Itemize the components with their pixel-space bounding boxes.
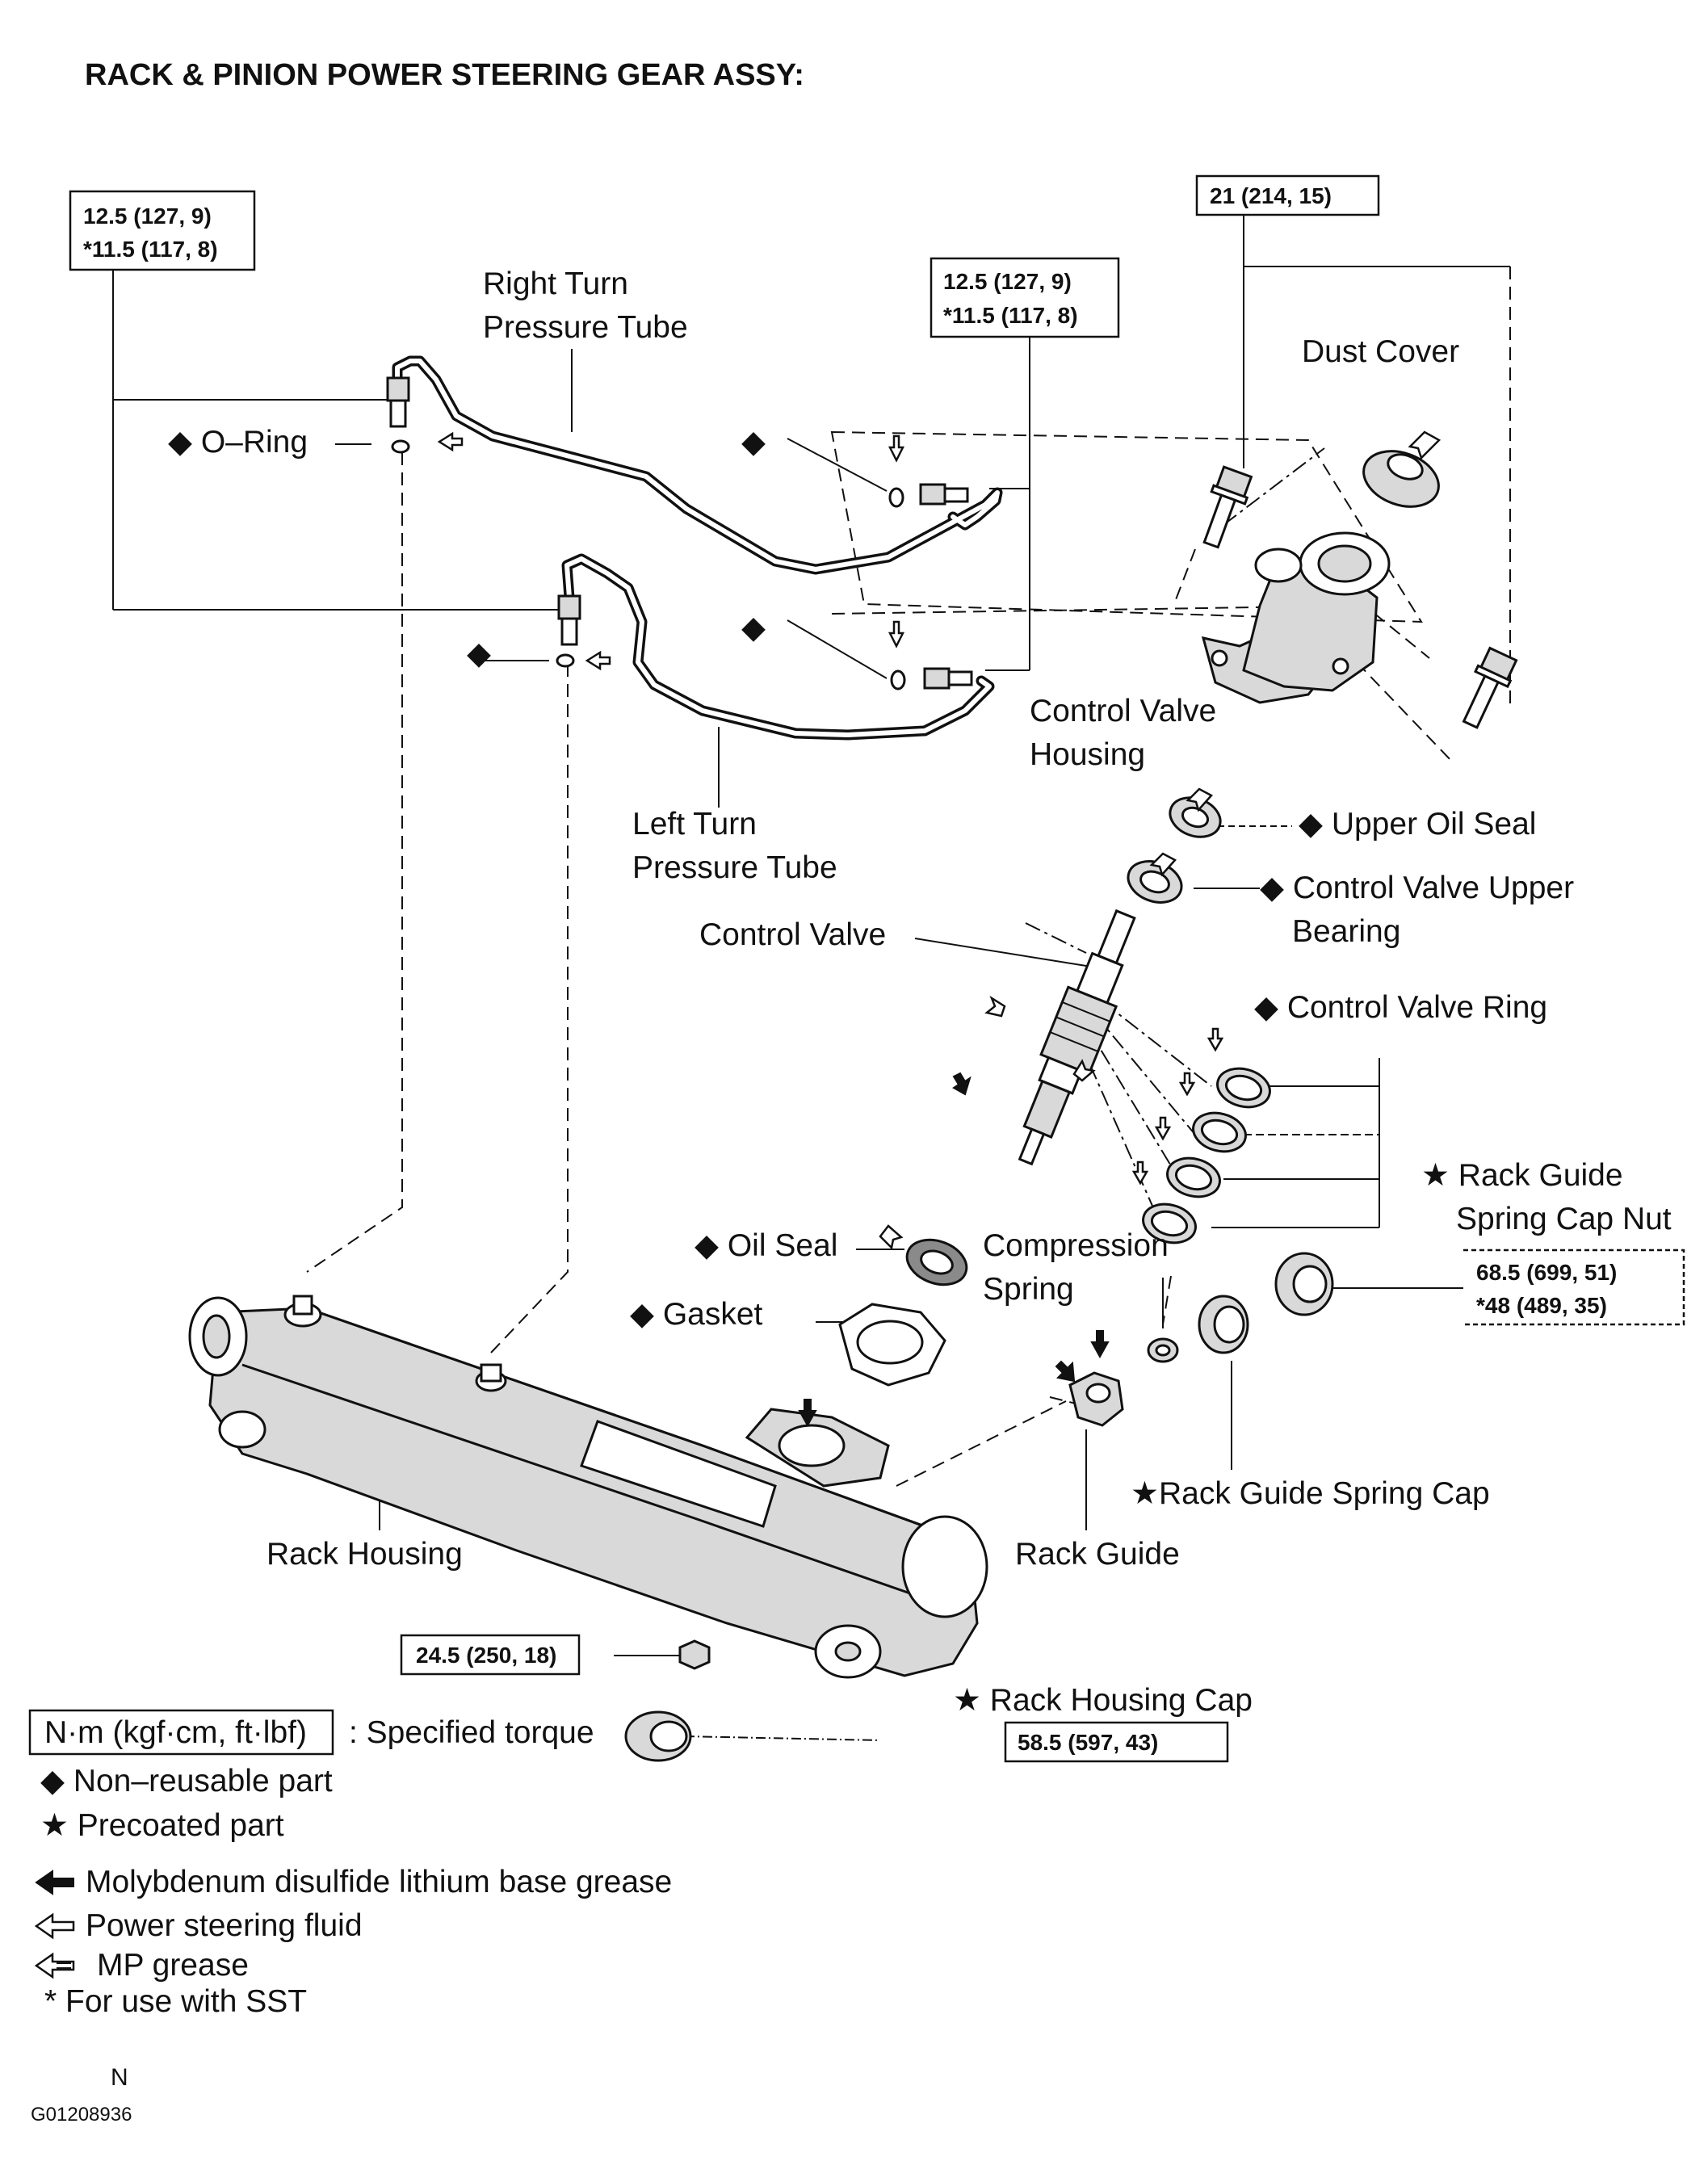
label-upper-oil-seal: ◆ Upper Oil Seal <box>1299 807 1536 841</box>
rack-guide <box>1068 1371 1124 1427</box>
label-control-valve-ring: ◆ Control Valve Ring <box>1254 990 1547 1025</box>
legend-precoated: ★ Precoated part <box>40 1808 284 1843</box>
legend-torque-desc: : Specified torque <box>349 1715 594 1750</box>
legend-sst-note: * For use with SST <box>44 1984 307 2019</box>
control-valve-rings <box>1142 1067 1271 1244</box>
upper-oil-seal <box>1169 796 1222 838</box>
valve-bolt-right <box>1462 646 1518 729</box>
tube-fitting-left-lower <box>923 667 973 690</box>
torque-value-sst: *11.5 (117, 8) <box>83 237 218 262</box>
label-rack-guide: Rack Guide <box>1015 1537 1180 1572</box>
torque-box-left-tube: 12.5 (127, 9) *11.5 (117, 8) <box>69 190 256 271</box>
torque-box-housing-cap: 58.5 (597, 43) <box>1004 1721 1229 1763</box>
tube-fitting-left-upper <box>557 594 581 646</box>
tube-fitting-right-upper <box>386 376 410 428</box>
label-o-ring: ◆ O–Ring <box>168 425 308 460</box>
diamond-mark: ◆ <box>467 636 491 671</box>
label-spring-cap-nut-1: ★ Rack Guide <box>1421 1158 1623 1193</box>
valve-bolt-left <box>1202 465 1253 549</box>
legend-mp-grease: MP grease <box>97 1948 249 1983</box>
o-ring-icon <box>890 669 906 690</box>
gasket <box>838 1303 946 1387</box>
left-turn-pressure-tube <box>561 553 995 741</box>
label-right-turn-tube-2: Pressure Tube <box>483 310 688 345</box>
label-oil-seal: ◆ Oil Seal <box>695 1228 837 1263</box>
label-right-turn-tube-1: Right Turn <box>483 267 628 301</box>
torque-value: 68.5 (699, 51) <box>1476 1260 1617 1285</box>
label-rack-housing-cap: ★ Rack Housing Cap <box>953 1683 1253 1718</box>
torque-value: 21 (214, 15) <box>1210 183 1332 208</box>
rack-housing-cap <box>624 1710 692 1762</box>
rack-housing <box>188 1295 988 1679</box>
torque-value-sst: *48 (489, 35) <box>1476 1293 1607 1318</box>
label-compression-spring-1: Compression <box>983 1228 1169 1263</box>
label-dust-cover: Dust Cover <box>1302 334 1459 369</box>
o-ring-icon <box>888 487 904 508</box>
page-title: RACK & PINION POWER STEERING GEAR ASSY: <box>85 58 804 92</box>
label-rack-guide-spring-cap: ★Rack Guide Spring Cap <box>1131 1476 1490 1511</box>
diamond-mark: ◆ <box>741 611 766 645</box>
diamond-mark: ◆ <box>741 425 766 460</box>
torque-box-valve-bolt: 21 (214, 15) <box>1195 174 1380 216</box>
torque-value: 12.5 (127, 9) <box>83 204 212 229</box>
torque-value: 24.5 (250, 18) <box>416 1643 556 1668</box>
torque-value: 58.5 (597, 43) <box>1018 1730 1158 1755</box>
label-gasket: ◆ Gasket <box>630 1297 763 1332</box>
dust-cover <box>1362 450 1440 508</box>
label-control-valve-upper-bearing-1: ◆ Control Valve Upper <box>1260 871 1574 905</box>
control-valve-upper-bearing <box>1127 860 1183 904</box>
torque-box-spring-cap-nut: 68.5 (699, 51) *48 (489, 35) <box>1463 1249 1685 1326</box>
compression-spring <box>1147 1337 1179 1363</box>
label-left-turn-tube-1: Left Turn <box>632 807 757 841</box>
oil-seal <box>905 1238 968 1286</box>
control-valve-housing <box>1201 531 1391 704</box>
tube-fitting-right-lower <box>919 483 969 506</box>
label-spring-cap-nut-2: Spring Cap Nut <box>1456 1202 1672 1236</box>
o-ring-icon <box>391 439 410 454</box>
footer-letter: N <box>111 2064 128 2091</box>
hollow-arrow-icon <box>34 1912 75 1940</box>
label-control-valve-upper-bearing-2: Bearing <box>1292 914 1400 949</box>
small-nut <box>678 1639 711 1670</box>
label-rack-housing: Rack Housing <box>266 1537 463 1572</box>
solid-arrow-icon <box>35 1870 74 1895</box>
right-turn-pressure-tube <box>392 355 1003 575</box>
leader-lines <box>112 215 1510 1741</box>
torque-value-sst: *11.5 (117, 8) <box>943 303 1078 328</box>
legend-non-reusable: ◆ Non–reusable part <box>40 1764 333 1798</box>
torque-box-small-nut: 24.5 (250, 18) <box>400 1634 581 1676</box>
rack-guide-spring-cap <box>1198 1295 1249 1354</box>
label-control-valve-housing-2: Housing <box>1030 737 1145 772</box>
figure-code: G01208936 <box>31 2104 132 2126</box>
legend-torque-unit: N·m (kgf·cm, ft·lbf) <box>44 1715 307 1750</box>
mp-grease-arrow-icon <box>34 1952 75 1979</box>
legend: N·m (kgf·cm, ft·lbf) : Specified torque … <box>28 1709 672 2019</box>
rack-guide-spring-cap-nut <box>1274 1252 1334 1316</box>
torque-box-right-tube: 12.5 (127, 9) *11.5 (117, 8) <box>930 257 1120 338</box>
diagram-labels: Right Turn Pressure Tube ◆ O–Ring Dust C… <box>168 267 1672 1718</box>
control-valve <box>1018 909 1136 1166</box>
o-ring-icon <box>556 653 575 668</box>
label-compression-spring-2: Spring <box>983 1272 1074 1307</box>
legend-moly-grease: Molybdenum disulfide lithium base grease <box>86 1865 672 1899</box>
label-control-valve-housing-1: Control Valve <box>1030 694 1216 728</box>
application-arrows <box>437 430 1442 1428</box>
label-left-turn-tube-2: Pressure Tube <box>632 850 837 885</box>
torque-value: 12.5 (127, 9) <box>943 269 1072 294</box>
legend-ps-fluid: Power steering fluid <box>86 1908 363 1943</box>
label-control-valve: Control Valve <box>699 917 886 952</box>
